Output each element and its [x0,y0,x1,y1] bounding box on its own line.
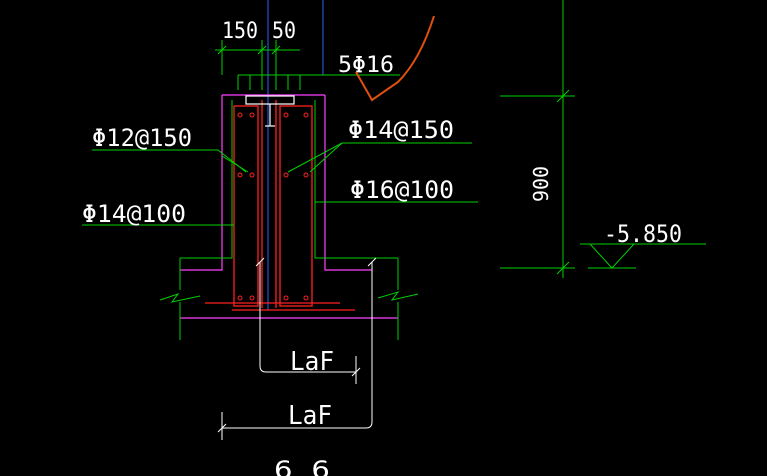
top-bars-leader [237,74,400,90]
top-dim-150: 150 [222,19,258,44]
rebar-dots [237,112,309,301]
height-dim-900: 900 [529,166,553,202]
label-phi14-150: Φ14@150 [348,116,454,144]
top-dimension-chain [215,40,300,75]
label-phi14-100: Φ14@100 [82,200,186,228]
axis-lines [267,0,324,310]
right-leaders [287,142,478,203]
label-phi12-150: Φ12@150 [92,124,192,152]
rebar-cage [205,100,355,311]
top-dim-50: 50 [272,19,296,44]
anchor-label-1: LaF [290,347,334,377]
anchor-label-2: LaF [288,401,332,431]
top-bars-label: 5Φ16 [338,53,394,78]
elevation-marker [580,243,706,269]
markup-check-mark [355,15,435,102]
slab-lines [159,100,419,340]
elevation-label: -5.850 [604,220,682,248]
bottom-partial-label: 6 6 [274,456,330,476]
label-phi16-100: Φ16@100 [350,176,454,204]
pit-outline [180,94,398,319]
left-leaders [82,149,249,226]
height-dimension [500,0,575,278]
anchor-lines [217,257,377,440]
embedded-plate [245,95,295,127]
